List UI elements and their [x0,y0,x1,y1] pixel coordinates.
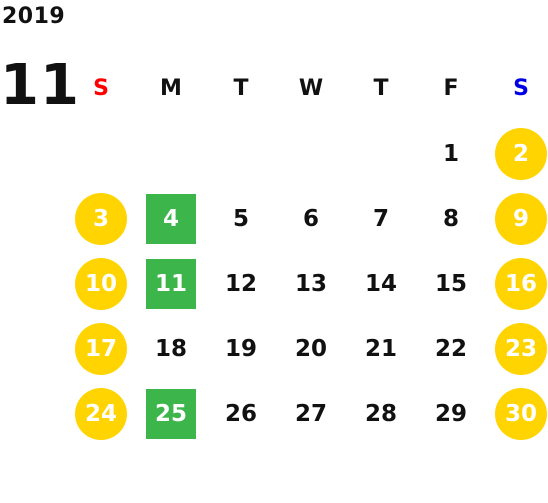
calendar-year: 2019 [2,4,66,29]
day-cell[interactable]: 8 [442,205,459,232]
day-cell[interactable]: 29 [434,400,467,427]
weekday-header-wednesday: W [298,76,324,101]
day-cell-weekend[interactable]: 17 [75,322,127,375]
day-cell-weekend[interactable]: 2 [495,127,547,180]
day-cell-weekend[interactable]: 30 [495,387,547,440]
day-cell[interactable]: 13 [294,270,327,297]
day-cell[interactable]: 12 [224,270,257,297]
day-cell-weekend[interactable]: 9 [495,192,547,245]
day-cell-weekend[interactable]: 10 [75,257,127,310]
day-cell-highlighted[interactable]: 11 [146,258,196,309]
weekday-header-saturday: S [513,76,529,101]
day-cell-highlighted[interactable]: 4 [146,193,196,244]
day-cell[interactable]: 26 [224,400,257,427]
weekday-header-monday: M [160,76,182,101]
weekday-header-sunday: S [93,76,109,101]
day-cell-weekend[interactable]: 24 [75,387,127,440]
day-cell[interactable]: 27 [294,400,327,427]
day-cell[interactable]: 28 [364,400,397,427]
day-cell[interactable]: 5 [232,205,249,232]
weekday-header-friday: F [443,76,459,101]
day-cell[interactable]: 7 [372,205,389,232]
day-cell-weekend[interactable]: 3 [75,192,127,245]
day-cell[interactable]: 6 [302,205,319,232]
weekday-header-thursday: T [373,76,389,101]
day-cell-weekend[interactable]: 23 [495,322,547,375]
day-cell[interactable]: 1 [442,140,459,167]
weekday-header-tuesday: T [233,76,249,101]
calendar-grid: S M T W T F S 1 2 3 4 5 6 7 8 9 10 11 12… [66,56,548,446]
day-cell-highlighted[interactable]: 25 [146,388,196,439]
day-cell[interactable]: 21 [364,335,397,362]
day-cell[interactable]: 20 [294,335,327,362]
day-cell[interactable]: 19 [224,335,257,362]
calendar-month: 11 [0,53,80,118]
day-cell[interactable]: 18 [154,335,187,362]
day-cell[interactable]: 15 [434,270,467,297]
day-cell-weekend[interactable]: 16 [495,257,547,310]
day-cell[interactable]: 22 [434,335,467,362]
day-cell[interactable]: 14 [364,270,397,297]
